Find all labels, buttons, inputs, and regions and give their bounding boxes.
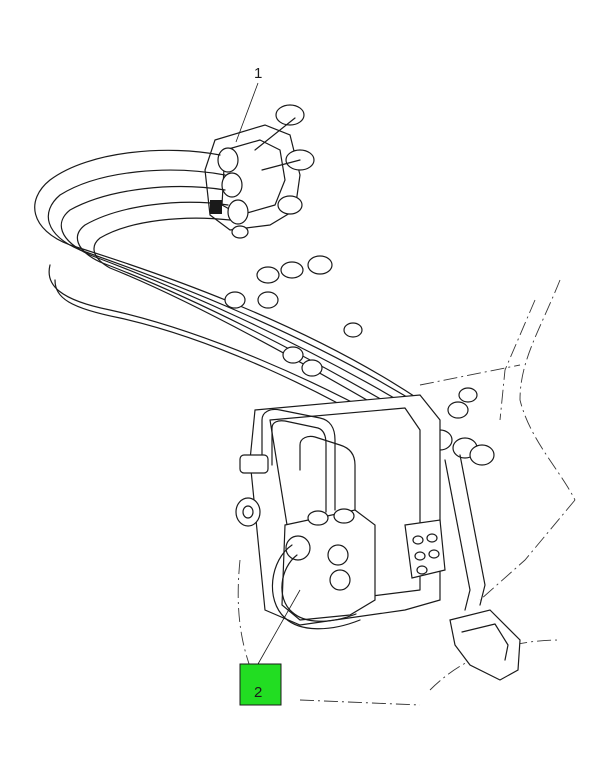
callout-2-highlight-box[interactable]: [239, 663, 282, 706]
callout-1-label: 1: [254, 65, 262, 82]
callout-2[interactable]: 2: [239, 589, 301, 706]
lower-valve-assembly[interactable]: [235, 394, 446, 630]
callout-2-label: 2: [254, 684, 262, 701]
brake-pedal: [444, 454, 521, 681]
upper-valve-assembly[interactable]: [204, 104, 315, 239]
background-outline: [237, 279, 576, 706]
tube-fittings: [224, 255, 495, 466]
callout-1: 1: [235, 65, 262, 143]
